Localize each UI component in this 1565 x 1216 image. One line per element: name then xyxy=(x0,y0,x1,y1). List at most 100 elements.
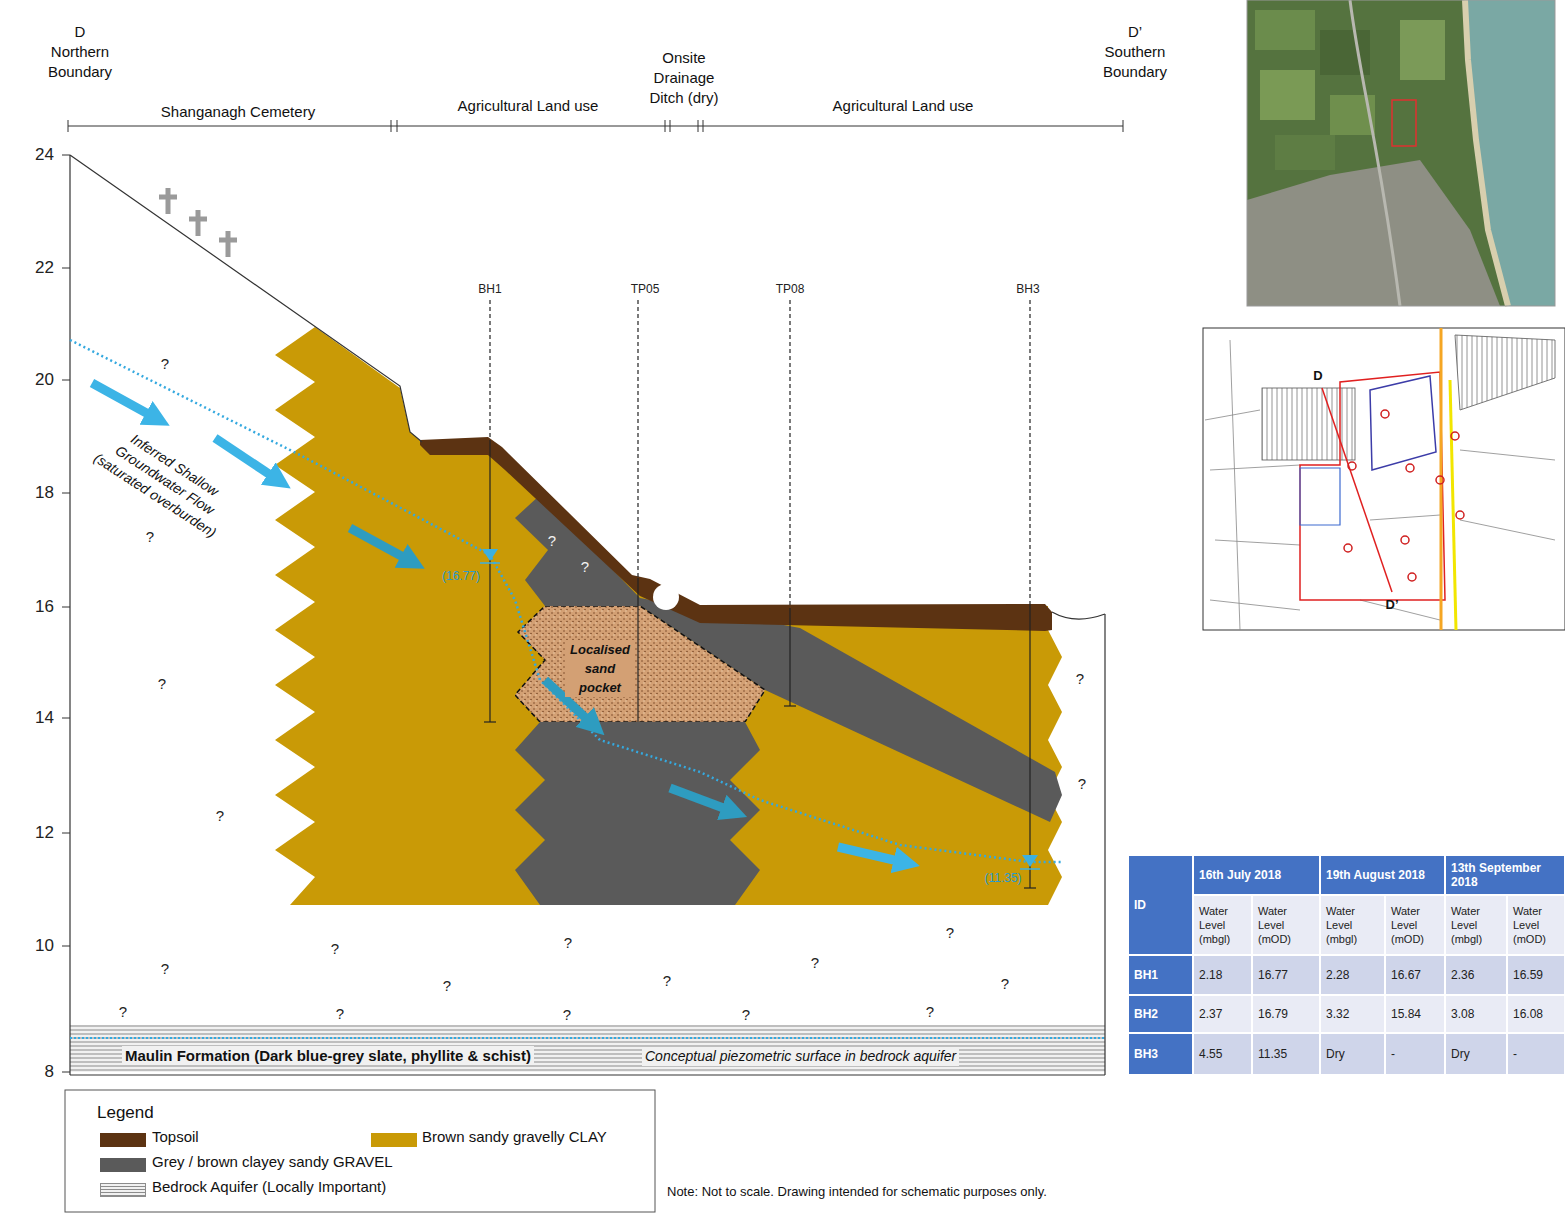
ground-surface xyxy=(70,155,422,442)
table-cell: BH2 xyxy=(1128,995,1193,1033)
section-end-label: D xyxy=(1313,368,1322,384)
boundary-name: Northern Boundary xyxy=(38,42,122,82)
unknown-marker: ? xyxy=(811,954,819,973)
piezometric-line xyxy=(70,1037,1105,1039)
table-cell: Water Level (mbgl) xyxy=(1193,895,1252,955)
section-frame xyxy=(70,155,1105,1075)
gravel-column xyxy=(515,722,760,905)
table-cell: ID xyxy=(1128,855,1193,955)
table-cell: 16.67 xyxy=(1385,955,1445,995)
unknown-marker: ? xyxy=(1078,775,1086,794)
water-level-markers xyxy=(480,549,1040,869)
legend-text: Topsoil xyxy=(152,1128,199,1147)
legend-swatch xyxy=(371,1133,417,1147)
table-cell: 3.08 xyxy=(1445,995,1507,1033)
aerial-ground xyxy=(1247,0,1555,306)
formation-name: Maulin Formation (Dark blue-grey slate, … xyxy=(122,1046,534,1065)
unknown-marker: ? xyxy=(742,1006,750,1025)
site-outline xyxy=(1392,100,1416,146)
land-use-label: Onsite Drainage Ditch (dry) xyxy=(641,48,727,108)
table-cell: - xyxy=(1385,1033,1445,1075)
table-cell: BH3 xyxy=(1128,1033,1193,1075)
field xyxy=(1275,135,1335,170)
table-cell: 2.28 xyxy=(1320,955,1385,995)
table-cell: Water Level (mOD) xyxy=(1252,895,1320,955)
unknown-marker: ? xyxy=(548,532,556,551)
axis-value: 12 xyxy=(35,822,54,843)
ground-surface xyxy=(1052,612,1105,619)
table-cell: Water Level (mOD) xyxy=(1507,895,1565,955)
legend-swatch xyxy=(100,1133,146,1147)
legend-title: Legend xyxy=(97,1102,154,1123)
legend-frame xyxy=(65,1090,655,1212)
unknown-marker: ? xyxy=(946,924,954,943)
sand-pocket: Localised sand pocket xyxy=(515,606,765,722)
legend-swatch xyxy=(100,1158,146,1172)
unknown-marker: ? xyxy=(563,1006,571,1025)
axis-value: 16 xyxy=(35,596,54,617)
land-use-label: Shanganagh Cemetery xyxy=(161,102,315,122)
sub-area xyxy=(1370,376,1436,470)
section-bar xyxy=(68,120,1123,132)
beach xyxy=(1465,0,1508,306)
field xyxy=(1255,10,1315,50)
unknown-marker: ? xyxy=(443,977,451,996)
legend-text: Brown sandy gravelly CLAY xyxy=(422,1128,607,1147)
table-cell: 4.55 xyxy=(1193,1033,1252,1075)
cemetery-plots xyxy=(1262,388,1355,460)
unknown-marker: ? xyxy=(216,807,224,826)
plan-frame xyxy=(1203,328,1565,630)
boundary-name: Southern Boundary xyxy=(1093,42,1177,82)
axis-value: 8 xyxy=(45,1061,54,1082)
land-use-label: Agricultural Land use xyxy=(458,96,599,116)
boundary-line xyxy=(1440,328,1443,630)
unknown-marker: ? xyxy=(1001,975,1009,994)
table-cell: 16.59 xyxy=(1507,955,1565,995)
site-boundary xyxy=(1300,372,1445,600)
axis-value: 14 xyxy=(35,707,54,728)
boundary-line xyxy=(1450,380,1456,630)
sand-pocket-shape xyxy=(515,606,765,722)
site-plan-inset xyxy=(1203,328,1565,630)
table-cell: 2.18 xyxy=(1193,955,1252,995)
table-cell: Water Level (mbgl) xyxy=(1445,895,1507,955)
bedrock-band: Maulin Formation (Dark blue-grey slate, … xyxy=(70,1025,1105,1072)
sub-area xyxy=(1300,468,1340,525)
table-cell: Water Level (mOD) xyxy=(1385,895,1445,955)
aerial-photo-inset xyxy=(1247,0,1555,306)
axis-value: 10 xyxy=(35,935,54,956)
table-cell: 16.79 xyxy=(1252,995,1320,1033)
flow-arrows xyxy=(92,383,898,861)
axis-value: 18 xyxy=(35,482,54,503)
unknown-marker: ? xyxy=(581,558,589,577)
borehole-logs xyxy=(484,300,1036,888)
unknown-marker: ? xyxy=(161,355,169,374)
table-cell: 16.08 xyxy=(1507,995,1565,1033)
unknown-marker: ? xyxy=(146,528,154,547)
table-cell: 15.84 xyxy=(1385,995,1445,1033)
table-cell: 16th July 2018 xyxy=(1193,855,1320,895)
field xyxy=(1400,20,1445,80)
unknown-marker: ? xyxy=(926,1003,934,1022)
axis-ticks xyxy=(62,155,70,1072)
sand-pocket-label: Localised sand pocket xyxy=(565,640,635,697)
legend-text: Bedrock Aquifer (Locally Important) xyxy=(152,1178,386,1197)
unknown-marker: ? xyxy=(161,960,169,979)
water-level-value: (16.77) xyxy=(442,569,480,584)
boundary-letter: D’ xyxy=(1128,22,1142,42)
clay-layer xyxy=(275,327,1062,905)
axis-value: 20 xyxy=(35,369,54,390)
unknown-marker: ? xyxy=(119,1003,127,1022)
borehole-label: BH3 xyxy=(1016,282,1039,297)
unknown-marker: ? xyxy=(1076,670,1084,689)
unknown-marker: ? xyxy=(158,675,166,694)
table-cell: Water Level (mbgl) xyxy=(1320,895,1385,955)
table-cell: BH1 xyxy=(1128,955,1193,995)
table-cell: 13th September 2018 xyxy=(1445,855,1565,895)
flow-annotation: Inferred Shallow Groundwater Flow (satur… xyxy=(75,408,255,551)
unknown-marker: ? xyxy=(663,972,671,991)
drainage-ditch xyxy=(653,584,679,610)
cemetery-crosses xyxy=(159,188,237,257)
unknown-marker: ? xyxy=(564,934,572,953)
table-cell: 3.32 xyxy=(1320,995,1385,1033)
